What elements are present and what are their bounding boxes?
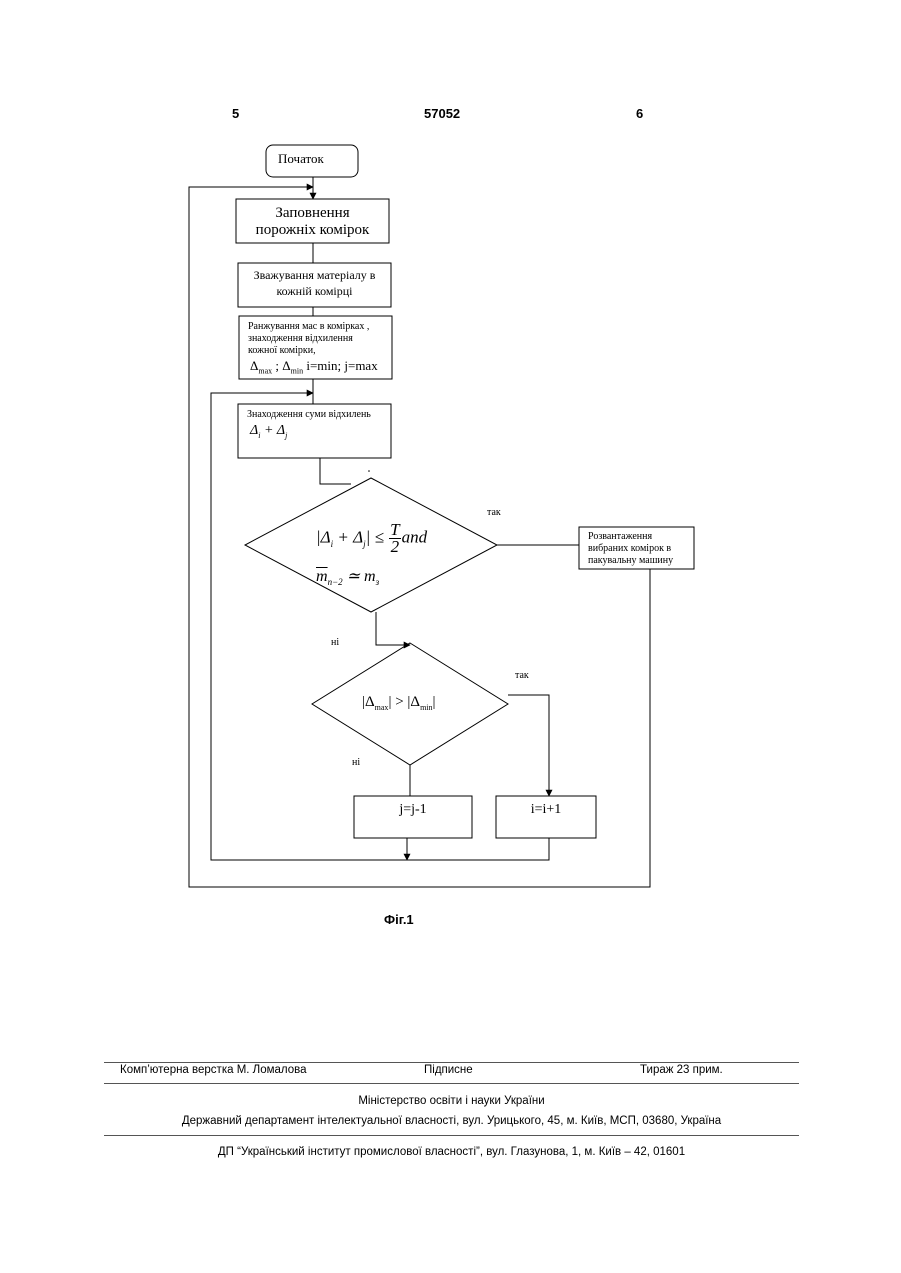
rank-formula: Δmax ; Δmin i=min; j=max	[250, 358, 378, 376]
condition1-formula: |Δi + Δj| ≤ T 2 and	[316, 522, 427, 555]
decrement-j-label: j=j-1	[354, 802, 472, 818]
rank-line1: Ранжування мас в комірках ,	[248, 321, 369, 332]
footer-institute: ДП “Український інститут промислової вла…	[104, 1146, 799, 1158]
yes-label-1: так	[487, 507, 501, 518]
footer-rule-middle	[104, 1083, 799, 1084]
start-label: Початок	[278, 151, 324, 167]
condition1-mass-formula: mn−2 ≃ mз	[316, 566, 379, 587]
rank-line3: кожної комірки,	[248, 345, 316, 356]
footer-ministry: Міністерство освіти і науки України	[104, 1095, 799, 1107]
figure-caption: Фіг.1	[384, 912, 414, 927]
footer-signed: Підписне	[424, 1064, 473, 1076]
rank-indices: i=min; j=max	[306, 358, 377, 373]
sum-label: Знаходження суми відхилень	[247, 409, 371, 420]
yes-label-2: так	[515, 670, 529, 681]
no-label-2: ні	[352, 757, 360, 768]
footer-circulation: Тираж 23 прим.	[640, 1064, 723, 1076]
footer-typesetting: Комп’ютерна верстка М. Ломалова	[120, 1064, 307, 1076]
weigh-line1: Зважування матеріалу в	[238, 268, 391, 283]
unload-line2: вибраних комірок в	[588, 543, 671, 554]
footer-rule-bottom	[104, 1135, 799, 1136]
unload-line1: Розвантаження	[588, 531, 652, 542]
fill-cells-line1: Заповнення	[236, 205, 389, 222]
no-label-1: ні	[331, 637, 339, 648]
condition1-tail: and	[402, 527, 428, 546]
sum-formula: Δi + Δj	[250, 423, 287, 440]
condition2-formula: |Δmax| > |Δmin|	[362, 694, 436, 712]
increment-i-label: i=i+1	[496, 802, 596, 818]
rank-line2: знаходження відхилення	[248, 333, 353, 344]
footer-rule-top	[104, 1062, 799, 1063]
footer-department: Державний департамент інтелектуальної вл…	[104, 1115, 799, 1127]
unload-line3: пакувальну машину	[588, 555, 673, 566]
fill-cells-line2: порожніх комірок	[236, 222, 389, 239]
weigh-line2: кожній комірці	[238, 284, 391, 299]
